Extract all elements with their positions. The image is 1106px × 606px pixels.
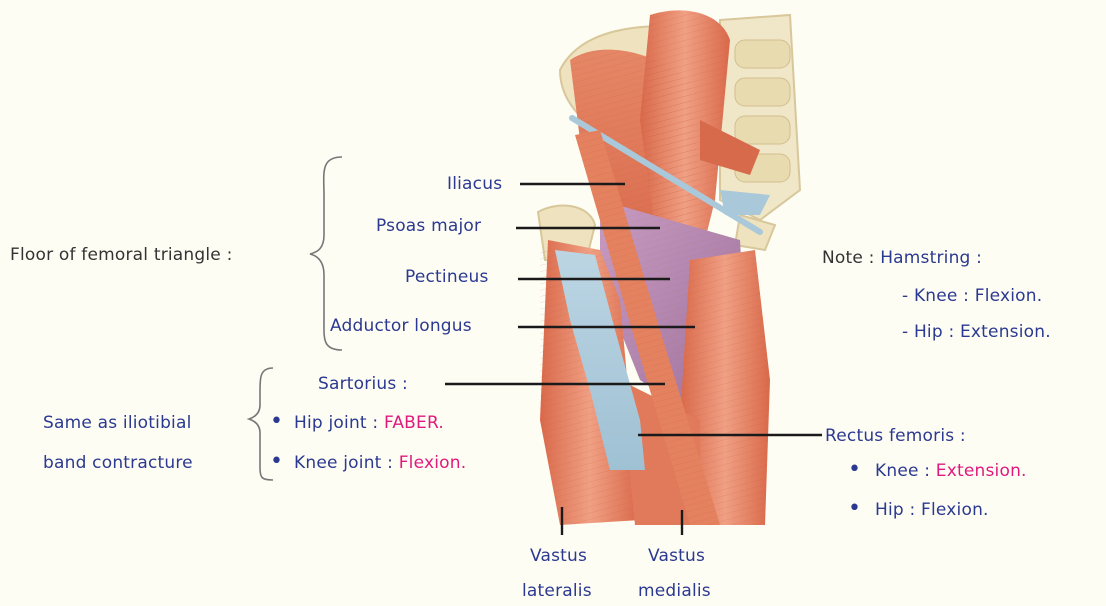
bullet-icon: • bbox=[270, 412, 283, 432]
note-line1: - Knee : Flexion. bbox=[902, 286, 1042, 306]
label-sartorius: Sartorius : bbox=[318, 374, 408, 394]
note-title: Hamstring : bbox=[880, 248, 982, 268]
label-iliacus: Iliacus bbox=[447, 174, 502, 194]
vastus-medialis-line2: medialis bbox=[638, 581, 711, 601]
bullet-icon: • bbox=[270, 452, 283, 472]
sartorius-hip: Hip joint : FABER. bbox=[294, 413, 444, 433]
label-rectus-femoris: Rectus femoris : bbox=[825, 426, 966, 446]
label-psoas-major: Psoas major bbox=[376, 216, 481, 236]
note-hamstring: Note : Hamstring : bbox=[822, 248, 982, 268]
sartorius-hip-value: FABER. bbox=[384, 413, 444, 433]
sartorius-hip-label: Hip joint : bbox=[294, 413, 378, 433]
bullet-icon: • bbox=[848, 460, 861, 480]
same-as-line2: band contracture bbox=[43, 453, 193, 473]
rectus-hip: Hip : Flexion. bbox=[875, 500, 989, 520]
sartorius-knee-value: Flexion. bbox=[399, 453, 467, 473]
label-pectineus: Pectineus bbox=[405, 267, 489, 287]
vastus-lateralis-line2: lateralis bbox=[522, 581, 592, 601]
vastus-medialis-line1: Vastus bbox=[648, 546, 705, 566]
same-as-line1: Same as iliotibial bbox=[43, 413, 192, 433]
floor-title: Floor of femoral triangle : bbox=[10, 245, 233, 265]
label-adductor-longus: Adductor longus bbox=[330, 316, 472, 336]
rectus-knee-label: Knee : bbox=[875, 461, 930, 481]
sartorius-knee-label: Knee joint : bbox=[294, 453, 393, 473]
note-prefix: Note : bbox=[822, 248, 875, 268]
sartorius-knee: Knee joint : Flexion. bbox=[294, 453, 466, 473]
bullet-icon: • bbox=[848, 499, 861, 519]
vastus-lateralis-line1: Vastus bbox=[530, 546, 587, 566]
note-line2: - Hip : Extension. bbox=[902, 322, 1051, 342]
rectus-knee-value: Extension. bbox=[936, 461, 1027, 481]
rectus-knee: Knee : Extension. bbox=[875, 461, 1027, 481]
